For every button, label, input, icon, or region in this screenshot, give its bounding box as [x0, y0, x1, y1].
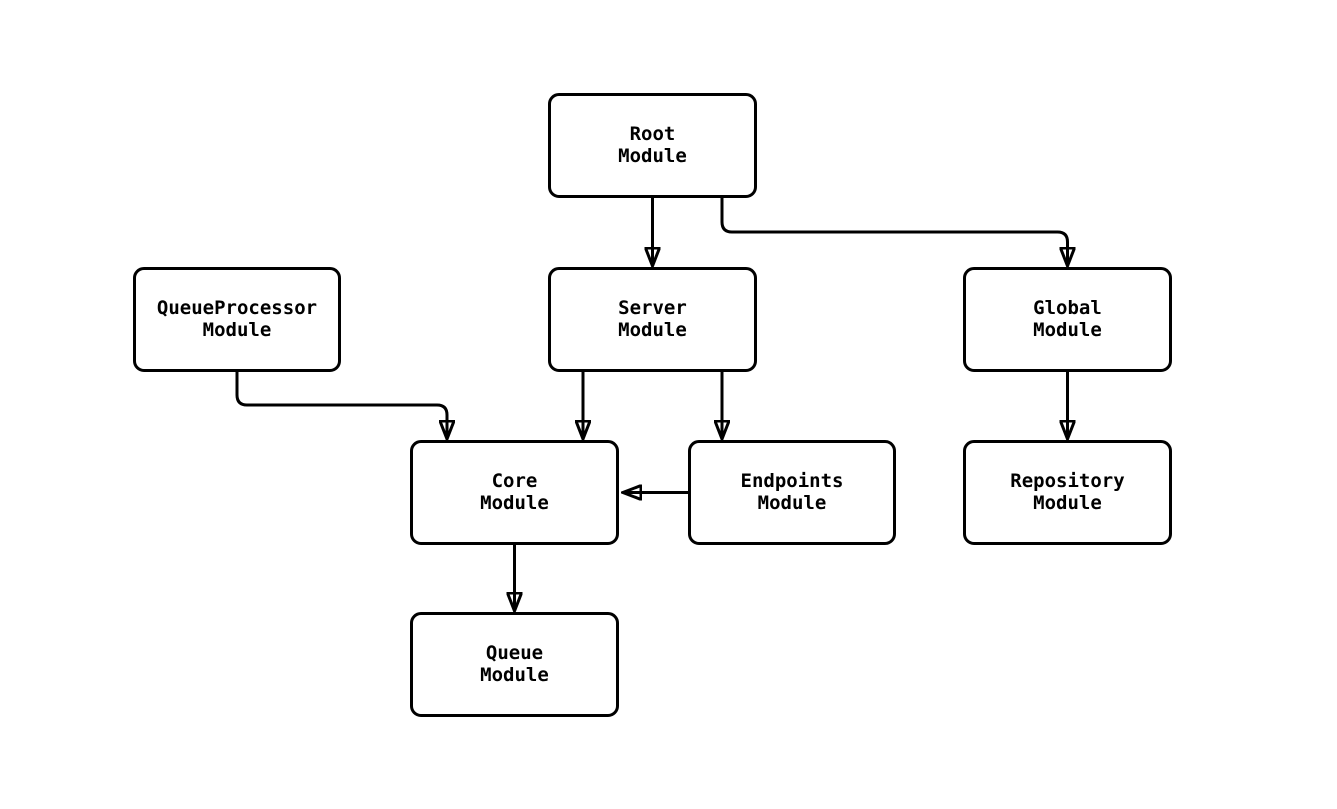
node-server-module-label: Server Module [618, 297, 687, 341]
node-queue-module-label: Queue Module [480, 642, 549, 686]
node-queue-module: Queue Module [410, 612, 619, 717]
node-endpoints-module: Endpoints Module [688, 440, 896, 545]
node-root-module-label: Root Module [618, 123, 687, 167]
node-global-module: Global Module [963, 267, 1172, 372]
node-core-module: Core Module [410, 440, 619, 545]
node-endpoints-module-label: Endpoints Module [740, 470, 844, 514]
edge-queueprocessor-to-core [235, 372, 447, 438]
node-core-module-label: Core Module [480, 470, 549, 514]
node-repository-module: Repository Module [963, 440, 1172, 545]
node-queueprocessor-module: QueueProcessor Module [133, 267, 341, 372]
node-server-module: Server Module [548, 267, 757, 372]
node-repository-module-label: Repository Module [1010, 470, 1125, 514]
node-global-module-label: Global Module [1033, 297, 1102, 341]
node-root-module: Root Module [548, 93, 757, 198]
node-queueprocessor-module-label: QueueProcessor Module [156, 297, 318, 341]
edge-root-to-global [720, 198, 1068, 265]
